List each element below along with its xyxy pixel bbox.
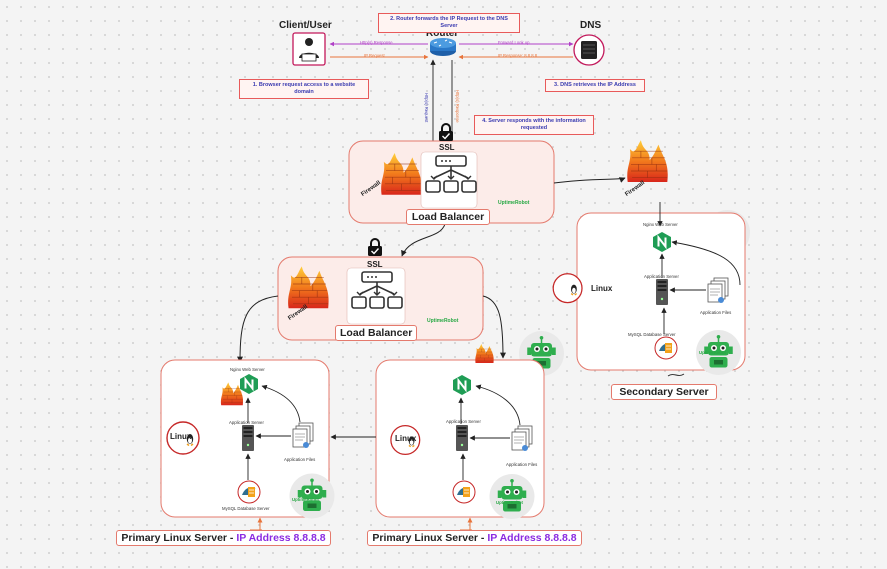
app-files-label-left: Application Files <box>284 457 316 462</box>
mysql-label-secondary: MySQL Database Server <box>628 332 676 337</box>
mysql-icon-secondary <box>654 336 678 360</box>
uptime-robot-icon-left <box>288 472 336 520</box>
firewall-icon-secondary <box>626 139 669 183</box>
app-server-icon-secondary <box>656 279 668 305</box>
uptime-robot-label-middle: UptimeRobot <box>427 318 459 324</box>
mysql-icon-left <box>237 480 261 504</box>
secondary-server-label: Secondary Server <box>611 384 717 400</box>
ip-response-label: IP Response: 8.8.8.8 <box>498 53 538 58</box>
client-user-label: Client/User <box>279 20 332 31</box>
forward-lookup-label: Forward Look up <box>498 40 530 45</box>
http-request-vertical-label: Http(s) Request <box>424 93 429 123</box>
step-4-note: 4. Server responds with the information … <box>474 115 594 135</box>
app-server-label-left: Application Server <box>229 420 264 425</box>
load-balancer-label-middle: Load Balancer <box>335 325 417 341</box>
load-balancer-label: Load Balancer <box>406 209 490 225</box>
uptime-robot-label-secondary: UptimeRobot <box>699 350 726 355</box>
app-server-icon-left <box>242 425 254 451</box>
ssl-lock-icon <box>438 123 454 142</box>
nginx-label-secondary: Nginx Web Server <box>643 222 678 227</box>
http-response-vertical-label: Http(s) Response <box>455 90 460 123</box>
app-files-icon-right <box>511 425 533 452</box>
ip-request-label: IP Request <box>364 53 385 58</box>
router-label: Router <box>426 28 459 39</box>
app-files-label-secondary: Application Files <box>700 310 732 315</box>
step-3-note: 3. DNS retrieves the IP Address <box>545 79 645 92</box>
uptime-robot-label-left: UptimeRobot <box>292 497 319 502</box>
step-2-note: 2. Router forwards the IP Request to the… <box>378 13 520 33</box>
linux-label-left: Linux <box>170 432 192 441</box>
uptime-robot-label-right: UptimeRobot <box>496 500 523 505</box>
primary-server-right-label: Primary Linux Server - IP Address 8.8.8.… <box>367 530 582 546</box>
linux-label-right: Linux <box>395 434 417 443</box>
linux-icon-secondary <box>552 273 583 304</box>
router-icon <box>430 38 456 56</box>
ssl-label: SSL <box>439 143 455 152</box>
app-files-icon-secondary <box>707 277 729 304</box>
uptime-robot-label: UptimeRobot <box>498 200 530 206</box>
dns-label: DNS <box>580 20 602 31</box>
app-server-label-secondary: Application Server <box>644 274 679 279</box>
linux-label-secondary: Linux <box>591 284 613 293</box>
mysql-label-left: MySQL Database Server <box>222 506 270 511</box>
ssl-label-middle: SSL <box>367 260 383 269</box>
app-server-icon-right <box>456 425 468 451</box>
app-files-label-right: Application Files <box>506 462 538 467</box>
firewall-icon-right <box>475 343 494 364</box>
ssl-lock-icon-middle <box>367 238 383 257</box>
uptime-robot-icon-right <box>488 473 536 520</box>
user-icon <box>299 38 319 62</box>
mysql-icon-right <box>452 480 476 504</box>
step-1-note: 1. Browser request access to a website d… <box>239 79 369 99</box>
http-response-label: Http(s) Response <box>360 40 393 45</box>
dns-server-icon <box>581 41 597 59</box>
app-server-label-right: Application Server <box>446 419 481 424</box>
nginx-label-left: Nginx Web Server <box>230 367 265 372</box>
app-files-icon-left <box>292 422 314 449</box>
primary-server-left-label: Primary Linux Server - IP Address 8.8.8.… <box>116 530 331 546</box>
